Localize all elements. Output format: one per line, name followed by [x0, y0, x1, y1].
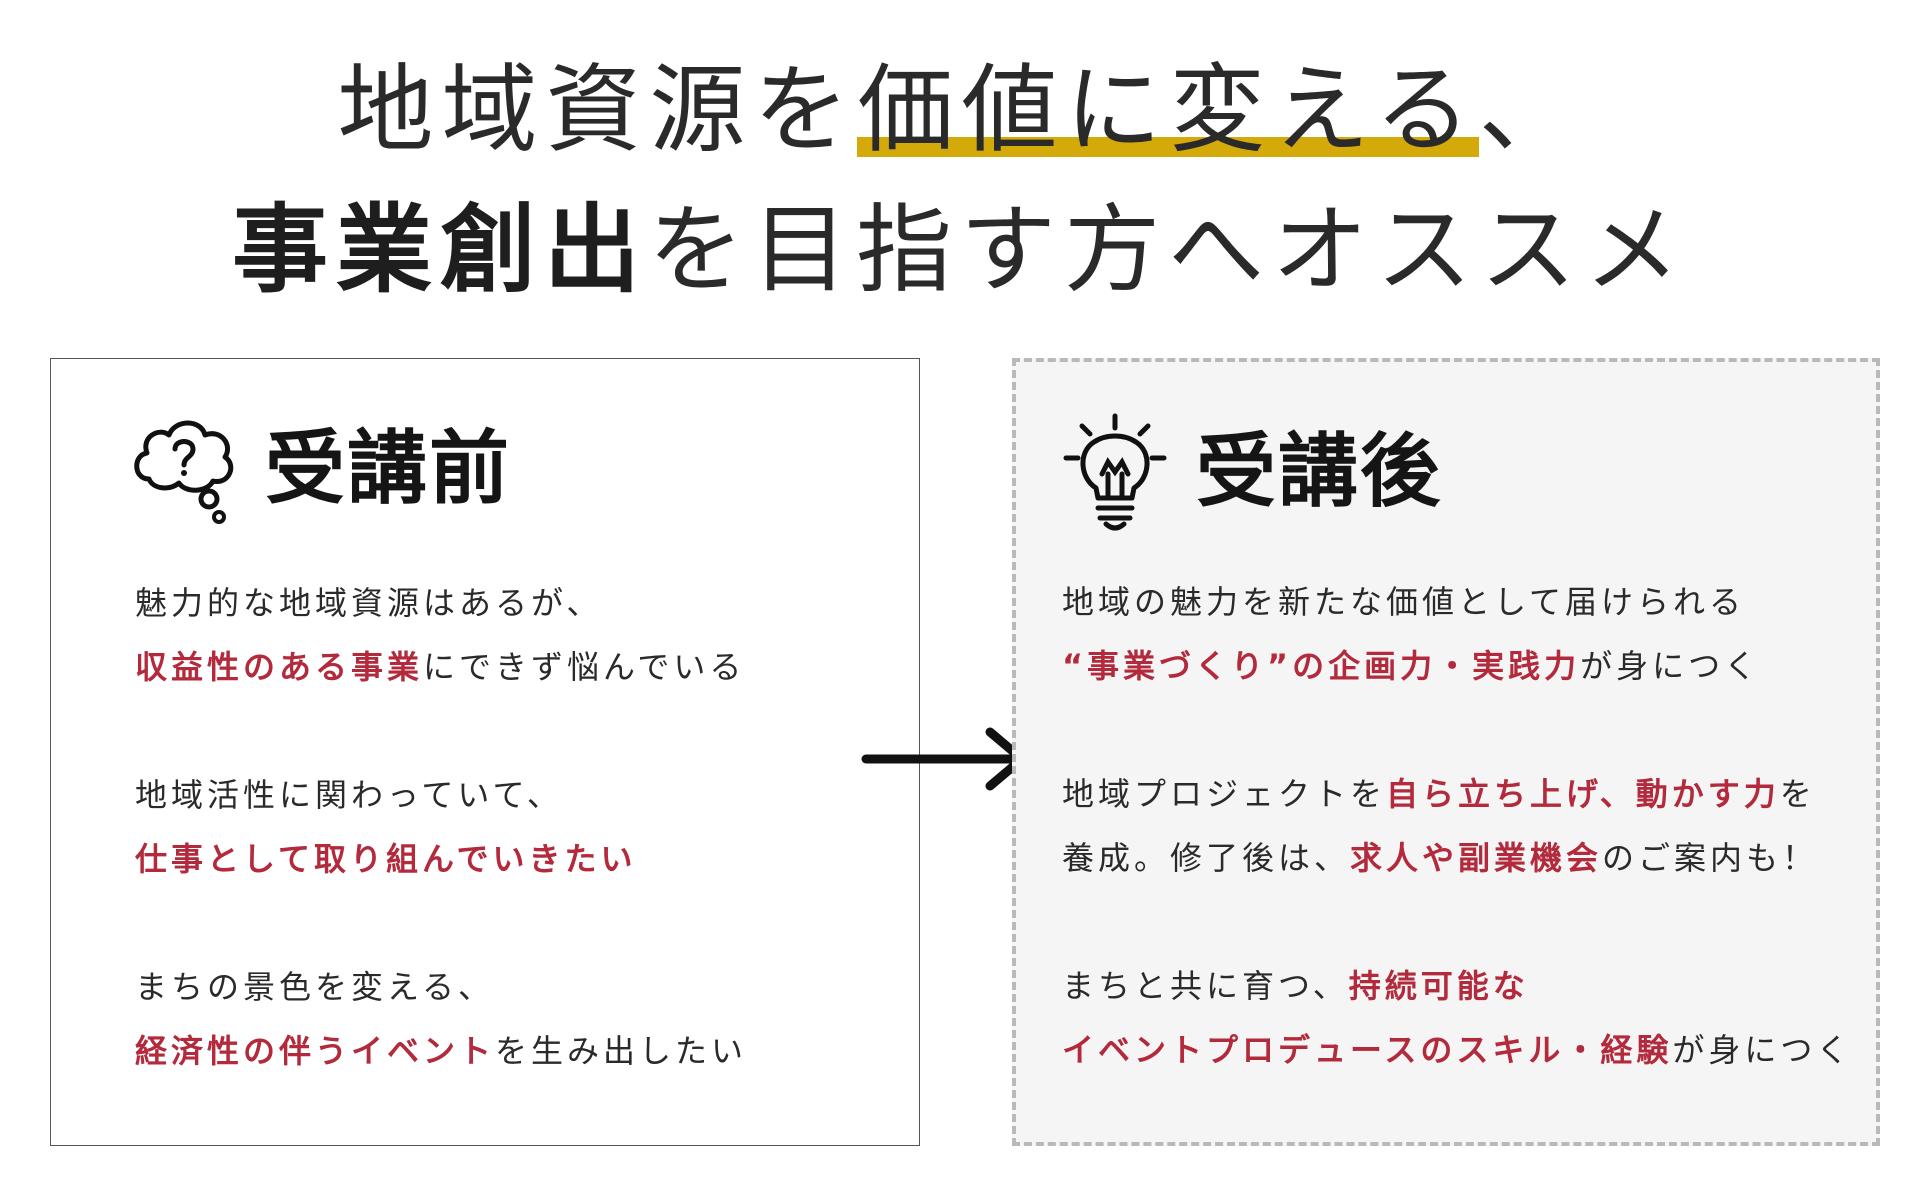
headline-line-1-post: 、 [1478, 54, 1583, 166]
headline-line-1: 地域資源を価値に変える、 [0, 54, 1920, 166]
after-p1-line-2: “事業づくり”の企画力・実践力が身につく [1062, 634, 1852, 698]
after-p3-rest: が身につく [1672, 1031, 1853, 1069]
after-p2-highlight-2: 求人や副業機会 [1350, 839, 1603, 877]
before-paragraph-3: まちの景色を変える、 経済性の伴うイベントを生み出したい [135, 955, 747, 1083]
before-p1-line-1: 魅力的な地域資源はあるが、 [135, 584, 603, 622]
thought-bubble-question-icon [134, 420, 234, 524]
after-p2-line-2-post: のご案内も！ [1602, 839, 1819, 877]
before-p3-highlight: 経済性の伴うイベント [135, 1032, 496, 1070]
after-p2-line-2: 養成。修了後は、求人や副業機会のご案内も！ [1062, 826, 1852, 890]
headline-line-2: 事業創出を目指す方へオススメ [0, 202, 1920, 298]
before-header: 受講前 [129, 409, 511, 529]
after-p2-line-1: 地域プロジェクトを自ら立ち上げ、動かす力を [1062, 762, 1852, 826]
before-p1-rest: にできず悩んでいる [423, 648, 746, 686]
before-paragraph-1: 魅力的な地域資源はあるが、 収益性のある事業にできず悩んでいる [135, 571, 747, 699]
after-p1-rest: が身につく [1580, 647, 1761, 685]
after-p3-line-1-pre: まちと共に育つ、 [1062, 967, 1349, 1005]
after-p2-line-2-pre: 養成。修了後は、 [1062, 839, 1351, 877]
after-body: 地域の魅力を新たな価値として届けられる “事業づくり”の企画力・実践力が身につく… [1062, 570, 1852, 1082]
before-title: 受講前 [265, 422, 511, 515]
after-panel: 受講後 地域の魅力を新たな価値として届けられる “事業づくり”の企画力・実践力が… [1012, 358, 1880, 1146]
after-p1-line-1: 地域の魅力を新たな価値として届けられる [1062, 583, 1746, 621]
after-paragraph-1: 地域の魅力を新たな価値として届けられる “事業づくり”の企画力・実践力が身につく [1062, 570, 1852, 698]
headline-line-2-rest: を目指す方へオススメ [648, 194, 1688, 306]
after-p2-line-1-pre: 地域プロジェクトを [1062, 775, 1387, 813]
before-p2-highlight: 仕事として取り組んでいきたい [135, 840, 637, 878]
headline-line-1-pre: 地域資源を [337, 54, 858, 166]
after-p3-highlight-2: イベントプロデュースのスキル・経験 [1062, 1031, 1673, 1069]
after-p2-highlight-1: 自ら立ち上げ、動かす力 [1386, 775, 1780, 813]
headline-bold: 事業創出 [232, 194, 648, 306]
after-paragraph-3: まちと共に育つ、持続可能な イベントプロデュースのスキル・経験が身につく [1062, 954, 1852, 1082]
after-p3-line-1: まちと共に育つ、持続可能な [1062, 954, 1852, 1018]
after-paragraph-2: 地域プロジェクトを自ら立ち上げ、動かす力を 養成。修了後は、求人や副業機会のご案… [1062, 762, 1852, 890]
before-p1-line-2: 収益性のある事業にできず悩んでいる [135, 635, 747, 699]
headline-highlight: 価値に変える [857, 54, 1479, 166]
after-p3-line-2: イベントプロデュースのスキル・経験が身につく [1062, 1018, 1852, 1082]
before-body: 魅力的な地域資源はあるが、 収益性のある事業にできず悩んでいる 地域活性に関わっ… [135, 571, 747, 1083]
lightbulb-icon [1063, 413, 1167, 531]
after-p2-line-1-post: を [1779, 775, 1816, 813]
after-title: 受講後 [1196, 425, 1442, 518]
before-p3-line-2: 経済性の伴うイベントを生み出したい [135, 1019, 747, 1083]
before-paragraph-2: 地域活性に関わっていて、 仕事として取り組んでいきたい [135, 763, 747, 891]
after-p1-highlight: “事業づくり”の企画力・実践力 [1062, 647, 1581, 685]
before-p2-line-1: 地域活性に関わっていて、 [135, 776, 563, 814]
after-p3-highlight-1: 持続可能な [1348, 967, 1529, 1005]
before-p1-highlight: 収益性のある事業 [135, 648, 424, 686]
before-p3-line-1: まちの景色を変える、 [135, 968, 495, 1006]
before-panel: 受講前 魅力的な地域資源はあるが、 収益性のある事業にできず悩んでいる 地域活性… [50, 358, 920, 1146]
before-p3-rest: を生み出したい [495, 1032, 748, 1070]
before-p2-line-2: 仕事として取り組んでいきたい [135, 827, 747, 891]
after-header: 受講後 [1060, 412, 1442, 532]
